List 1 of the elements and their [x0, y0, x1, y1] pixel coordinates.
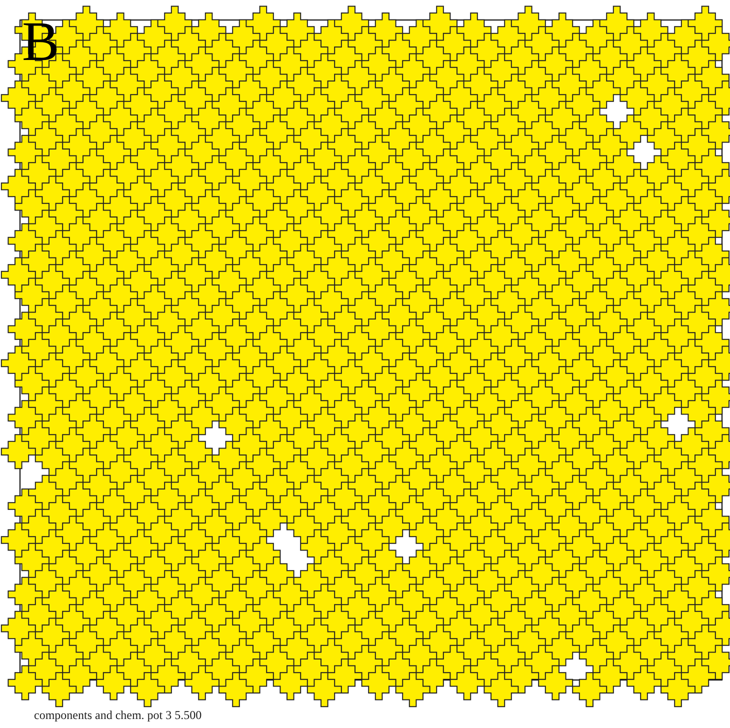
caption-text: components and chem. pot 3 5.500 — [34, 708, 202, 722]
